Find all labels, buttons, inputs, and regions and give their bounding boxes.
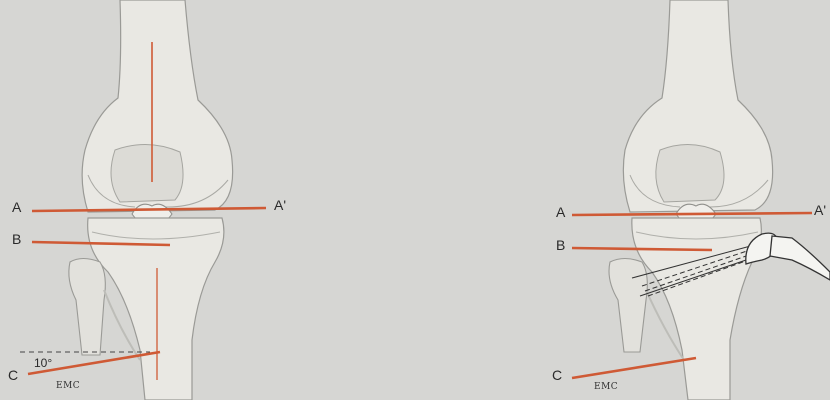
right-signature: EMC — [594, 383, 618, 392]
right-label-c: C — [552, 368, 562, 382]
left-label-a: A — [12, 200, 21, 214]
left-label-c: C — [8, 368, 18, 382]
right-label-b: B — [556, 238, 565, 252]
left-patella — [111, 144, 183, 202]
left-label-a-prime: A' — [274, 198, 286, 212]
right-label-a-prime: A' — [814, 203, 826, 217]
left-label-b: B — [12, 232, 21, 246]
left-signature: EMC — [56, 382, 80, 391]
right-label-a: A — [556, 205, 565, 219]
left-angle-label: 10° — [34, 357, 52, 369]
right-patella — [656, 144, 724, 202]
